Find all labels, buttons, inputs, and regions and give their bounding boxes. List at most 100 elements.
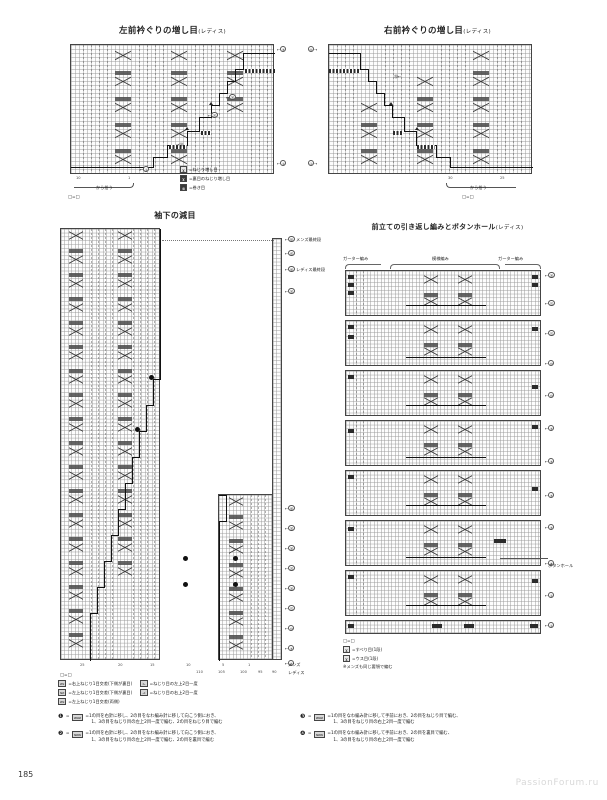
neck-legend: ⊻ =ねじり増し目 ⊻ =裏目のねじり増し目 ⊗ =巻き目: [180, 166, 230, 194]
sleeve-dot-c: [233, 556, 238, 561]
sleeve-marker-45: ←㊺: [285, 250, 295, 256]
sleeve-tick-m-1: 1: [248, 663, 251, 667]
note-bullet-1: ❷: [58, 730, 64, 738]
note-chip-3: ⧅⧄⧅: [314, 731, 325, 739]
sleeve-marker-35: ←㉟: [285, 288, 295, 294]
chart-sleeve: 袖下の減目: [60, 210, 290, 221]
chart-placket: 前立ての引き返し編みとボタンホール(レディス): [340, 222, 555, 232]
sleeve-mens-last-row: ←㊿ メンズ最終段: [285, 236, 322, 242]
left-neck-pickup-brace: [74, 183, 134, 188]
sleeve-ladies-last-row: ←㊵ レディス最終段: [285, 266, 326, 272]
cable-legend-row-1: ⧅⧄ =左上ねじり1目交差(下側が裏目) ⋌ =ねじり目の右上2目一度: [58, 689, 198, 697]
note-text-2: =1の目をなわ編み針に移して手前におき、2の目をねじり目で編む、 1、3の目をね…: [327, 714, 461, 726]
right-neck-tick-25: 25: [500, 176, 505, 180]
placket-marker-r3: ←⑮: [545, 330, 555, 336]
placket-legend-item-1: ⊻ =ウス目(1段): [343, 655, 393, 663]
sleeve-tick-m-20: 20: [118, 663, 123, 667]
placket-block-6: [345, 520, 541, 566]
left-neck-inner-25: ←㉕: [208, 112, 218, 118]
placket-block-5: [345, 470, 541, 516]
left-neck-marker-5: ←⑤: [277, 46, 287, 52]
sleeve-rn-25: ←㉕: [285, 565, 295, 571]
note-2: ❸ = ⧄⧅⧄ =1の目をなわ編み針に移して手前におき、2の目をねじり目で編む、…: [300, 713, 461, 726]
placket-marker-r8: ←⑤: [545, 492, 555, 498]
cable-legend-row-2: ⧄⧅ =左上ねじり1目交差(両側): [58, 698, 120, 706]
right-neck-marker-1: ①→: [308, 160, 318, 166]
placket-block-final: [345, 620, 541, 634]
cable-left-over-both-icon: ⧄⧅: [58, 698, 67, 706]
note-chip-2: ⧄⧅⧄: [314, 714, 325, 721]
placket-marker-top: ←⑳: [545, 272, 555, 278]
placket-marker-r7: ←⑤: [545, 458, 555, 464]
note-chip-0: ⧄⧅⧄: [72, 714, 83, 721]
note-text-0: =1の目を右針に移し、2の目をなわ編み針に移して向こう側におき、 1、3の目をね…: [85, 714, 223, 726]
cable-right-over-icon: ⧄⧅: [58, 680, 67, 687]
placket-equals-note: □=□: [343, 638, 355, 643]
sleeve-tick-m-10: 10: [186, 663, 191, 667]
placket-block-2: [345, 320, 541, 366]
sleeve-right-grid: [218, 494, 280, 661]
placket-block-4: [345, 420, 541, 466]
sleeve-dot-a: [183, 556, 188, 561]
note-bullet-3: ❹: [300, 730, 306, 738]
placket-block-1: [345, 270, 541, 316]
left-neck-grid: [70, 44, 275, 174]
watermark: PassionForum.ru: [515, 778, 599, 788]
placket-marker-r10: ←⑤: [545, 560, 555, 566]
wrap-stitch-icon: ⊗: [180, 184, 187, 192]
right-neck-title: 右前衿ぐりの増し目(レディス): [384, 26, 491, 36]
purl-twist-increase-icon: ⊻: [180, 175, 187, 183]
sleeve-tick-l-95: 95: [258, 670, 263, 674]
sleeve-axis-mens: メンズ: [288, 662, 301, 667]
placket-label-buttonhole: ボタンホール: [548, 563, 574, 568]
sleeve-rn-5: ←⑤: [285, 645, 295, 651]
sleeve-tick-m-25: 25: [80, 663, 85, 667]
sleeve-rn-20: ←⑳: [285, 585, 295, 591]
placket-buttonhole-leader: [500, 558, 548, 559]
left-neck-equals-note: □=□: [68, 194, 80, 199]
neck-legend-item-2: ⊗ =巻き目: [180, 184, 206, 192]
sleeve-row-strip: [272, 238, 282, 660]
left-neck-tick-1: 1: [128, 176, 131, 180]
note-3: ❹ = ⧅⧄⧅ =1の目をなわ編み針に移して手前におき、2の目を裏目で編む、 1…: [300, 730, 453, 743]
page-number: 185: [18, 770, 34, 779]
placket-marker-r2: ←⑮: [545, 300, 555, 306]
cable-legend-row-0: ⧄⧅ =右上ねじり1目交差(下側が裏目) ⋋ =ねじり目の左上2目一度: [58, 680, 198, 687]
notes-left: ❶ = ⧄⧅⧄ =1の目を右針に移し、2の目をなわ編み針に移して向こう側におき、…: [58, 714, 308, 749]
sleeve-dotline: [162, 240, 274, 241]
placket-block-7: [345, 570, 541, 616]
note-bullet-0: ❶: [58, 713, 64, 720]
us-stitch-icon: ⊻: [343, 655, 350, 663]
placket-label-garter-left: ガーター編み: [343, 256, 369, 261]
right-neck-marker-5: ⑤→: [308, 46, 318, 52]
placket-block-3: [345, 370, 541, 416]
sleeve-dot-d: [233, 582, 238, 587]
left-neck-inner-20: →⑳: [176, 142, 184, 147]
placket-legend: ⊻ =すべり目(1段) ⊻ =ウス目(1段) ※メンズも同じ要領で編む: [343, 646, 393, 670]
sleeve-rn-35: ←㉟: [285, 525, 295, 531]
placket-brace-garter-right: [505, 264, 541, 269]
note-1: ❷ = ⧅⧄⧅ =1の目を右針に移し、2の目をなわ編み針に移して向こう側におき、…: [58, 730, 219, 743]
note-text-1: =1の目を右針に移し、2の目をなわ編み針に移して向こう側におき、 1、3の目をね…: [85, 731, 219, 743]
placket-brace-pattern: [390, 264, 500, 269]
placket-title: 前立ての引き返し編みとボタンホール(レディス): [371, 223, 524, 231]
note-text-3: =1の目をなわ編み針に移して手前におき、2の目を裏目で編む、 1、3の目をねじり…: [327, 731, 453, 743]
right-neck-tick-30: 30: [448, 176, 453, 180]
left-upper-decrease-icon: ⋋: [140, 680, 148, 687]
sleeve-tick-m-15: 15: [150, 663, 155, 667]
note-chip-1: ⧅⧄⧅: [72, 731, 83, 739]
chart-left-neck: 左前衿ぐりの増し目(レディス): [60, 24, 285, 36]
sleeve-tick-m-5: 5: [222, 663, 225, 667]
sleeve-dot-b: [183, 582, 188, 587]
right-neck-equals-note: □=□: [462, 194, 474, 199]
placket-marker-r5: ←⑩: [545, 392, 555, 398]
slip-stitch-icon: ⊻: [343, 646, 350, 653]
placket-label-garter-right: ガーター編み: [498, 256, 524, 261]
sleeve-rn-30: ←㉚: [285, 545, 295, 551]
placket-label-pattern: 模様編み: [432, 256, 449, 261]
twist-increase-icon: ⊻: [180, 166, 187, 173]
left-neck-pickup-note: から拾う: [96, 185, 113, 190]
sleeve-rn-15: ←⑮: [285, 605, 295, 611]
left-neck-tick-10: 10: [76, 176, 81, 180]
